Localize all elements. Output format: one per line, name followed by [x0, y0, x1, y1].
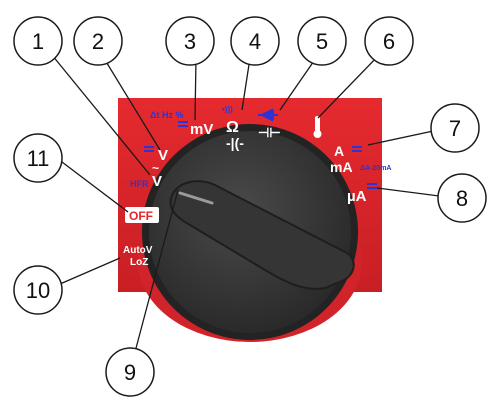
- callout-11-number: 11: [27, 146, 50, 171]
- label-ma: mA: [330, 159, 353, 175]
- label-a-small: ΔA-20mA: [360, 165, 391, 172]
- callout-10: 10: [13, 265, 63, 315]
- callout-9-number: 9: [124, 360, 136, 385]
- knob-pointer: [178, 191, 214, 205]
- callout-3-number: 3: [184, 29, 196, 54]
- label-capacitor-2: ⊣⊢: [258, 125, 281, 140]
- label-v-dc: V: [158, 147, 168, 164]
- label-capacitor: -|(-: [226, 135, 244, 151]
- label-a: A: [334, 143, 344, 159]
- label-loz: LoZ: [130, 257, 148, 268]
- callout-1: 1: [13, 16, 63, 66]
- leader-lines: [51, 51, 448, 353]
- callout-7: 7: [430, 103, 480, 153]
- callout-1-number: 1: [32, 29, 44, 54]
- label-ohm: Ω: [226, 119, 239, 136]
- callout-4-number: 4: [249, 29, 261, 54]
- knob-grip[interactable]: [169, 180, 355, 290]
- label-hfr: HFR: [130, 179, 149, 189]
- diode-icon: [258, 108, 278, 122]
- label-v-ac: V: [152, 173, 162, 190]
- callout-10-number: 10: [26, 278, 50, 303]
- callout-2: 2: [73, 16, 123, 66]
- label-a-mark: [352, 146, 362, 152]
- label-ohm-small: •))): [222, 105, 233, 114]
- label-mv: mV: [190, 121, 213, 138]
- callout-8: 8: [437, 173, 487, 223]
- label-v-dc-mark: [144, 146, 154, 152]
- thermometer-icon: [313, 116, 322, 138]
- label-mv-small: Δt Hz %: [150, 110, 183, 120]
- label-mv-mark: [178, 121, 188, 127]
- callout-5: 5: [297, 16, 347, 66]
- callout-11: 11: [13, 133, 63, 183]
- callout-3: 3: [165, 16, 215, 66]
- label-autov: AutoV: [123, 245, 153, 256]
- off-badge: [125, 207, 159, 223]
- callout-8-number: 8: [456, 186, 468, 211]
- callout-7-number: 7: [449, 116, 461, 141]
- callout-6: 6: [364, 16, 414, 66]
- callout-9: 9: [105, 347, 155, 397]
- callout-6-number: 6: [383, 29, 395, 54]
- label-ua-mark: [367, 183, 377, 189]
- callout-5-number: 5: [316, 29, 328, 54]
- label-v-ac-tilde: ~: [152, 161, 159, 175]
- callout-4: 4: [230, 16, 280, 66]
- callout-2-number: 2: [92, 29, 104, 54]
- label-off: OFF: [129, 209, 153, 223]
- label-ua: µA: [347, 188, 367, 205]
